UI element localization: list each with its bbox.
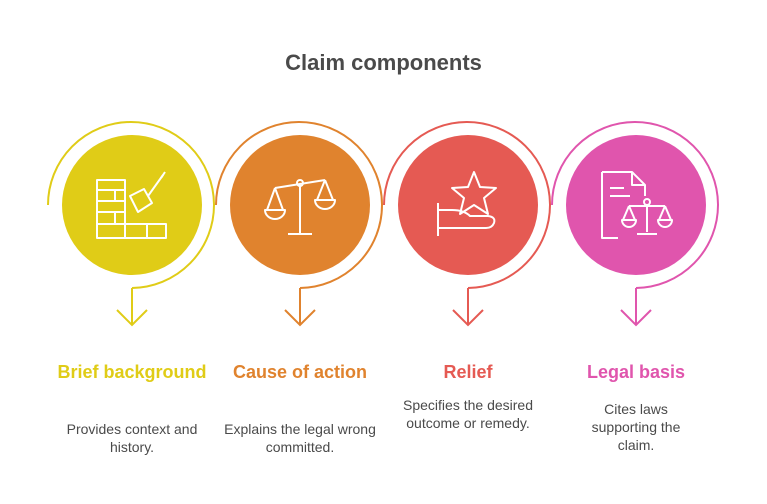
step-3-arrow-icon — [452, 309, 484, 327]
step-2-ring — [215, 121, 383, 289]
step-2-group — [215, 121, 383, 327]
step-1-description: Provides context and history. — [66, 421, 198, 455]
step-1-circle — [62, 135, 202, 275]
step-4-description: Cites laws supporting the claim. — [591, 401, 681, 453]
step-4-arrow-icon — [620, 309, 652, 327]
step-3-heading: Relief — [443, 362, 493, 382]
step-4-ring — [551, 121, 719, 289]
scales-of-justice-icon — [264, 179, 336, 235]
diagram-title: Claim components — [285, 50, 482, 75]
step-1-heading: Brief background — [57, 362, 207, 382]
step-4-group — [551, 121, 719, 327]
brick-wall-trowel-icon — [96, 171, 167, 239]
document-with-scales-icon — [601, 171, 673, 239]
step-3-circle — [398, 135, 538, 275]
step-1-ring — [47, 121, 215, 289]
step-1-arrow-icon — [116, 309, 148, 327]
star-on-hand-icon — [437, 171, 497, 236]
step-2-heading: Cause of action — [232, 362, 368, 382]
step-3-group — [383, 121, 551, 327]
step-3-ring — [383, 121, 551, 289]
step-1-group — [47, 121, 215, 327]
step-3-description: Specifies the desired outcome or remedy. — [403, 397, 533, 431]
step-4-heading: Legal basis — [586, 362, 686, 382]
step-2-description: Explains the legal wrong committed. — [224, 421, 376, 455]
step-2-arrow-icon — [284, 309, 316, 327]
